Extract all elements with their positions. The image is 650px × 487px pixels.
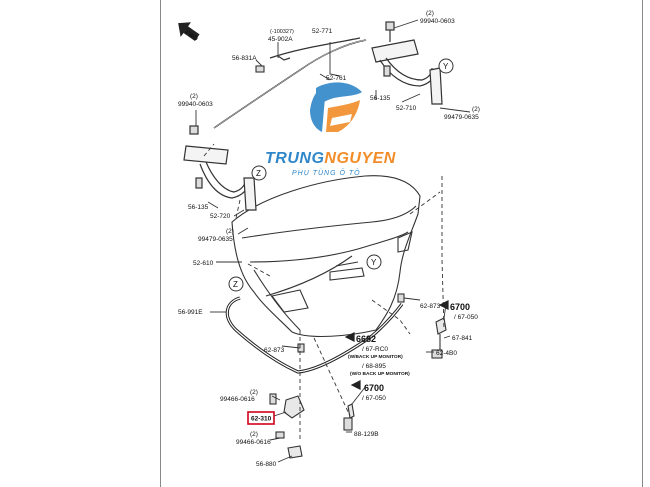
- label-56-135-left: 56-135: [188, 204, 209, 211]
- watermark-brand: TRUNGNGUYEN: [265, 150, 396, 168]
- watermark-brand-right: NGUYEN: [324, 150, 396, 167]
- highlighted-part-number: 62-310: [251, 416, 272, 423]
- note-wo-monitor: (W/O BACK UP MONITOR): [350, 371, 410, 377]
- watermark-tagline: PHỤ TÙNG Ô TÔ: [292, 170, 361, 177]
- label-52-761: 52-761: [326, 75, 347, 82]
- highlight-box: [247, 411, 275, 425]
- label-56-991e: 56-991E: [178, 309, 203, 316]
- torsion-bar-cable: [269, 37, 361, 59]
- ref-glyph-icon: [344, 300, 449, 390]
- label-99466-upper: 99466-0616: [220, 396, 255, 403]
- label-qty-2a: (2): [426, 10, 434, 17]
- marker-y-top: Y: [443, 62, 449, 71]
- ref-67-050-a: / 67-050: [454, 314, 478, 321]
- label-52-771: 52-771: [312, 28, 333, 35]
- label-52-720: 52-720: [210, 213, 231, 220]
- label-qty-2d: (2): [226, 228, 234, 235]
- note-with-monitor: (W/BACK UP MONITOR): [348, 354, 403, 360]
- ref-6682: 6682: [356, 334, 376, 344]
- label-99479-left: 99479-0635: [198, 236, 233, 243]
- label-qty-2b: (2): [190, 93, 198, 100]
- label-56-135-right: 56-135: [370, 95, 391, 102]
- label-99479-right: 99479-0635: [444, 114, 479, 121]
- label-88-129b: 88-129B: [354, 431, 379, 438]
- label-99940-top: 99940-0603: [420, 18, 455, 25]
- trunk-lid: [231, 175, 421, 338]
- label-62-873-right: 62-873: [420, 303, 441, 310]
- ref-6700-a: 6700: [450, 302, 470, 312]
- ref-67-rc0: / 67-RC0: [362, 346, 388, 353]
- label-qty-2e: (2): [250, 389, 258, 396]
- label-100327: (-100327): [270, 29, 294, 35]
- label-99940-left: 99940-0603: [178, 101, 213, 108]
- ref-6700-b: 6700: [364, 383, 384, 393]
- label-56-880: 56-880: [256, 461, 277, 468]
- label-67-841: 67-841: [452, 335, 473, 342]
- marker-z-left: Z: [256, 169, 261, 178]
- ref-67-050-b: / 67-050: [362, 395, 386, 402]
- ref-markers: [228, 58, 454, 292]
- watermark-brand-left: TRUNG: [265, 150, 325, 167]
- diagram-frame: [160, 0, 643, 487]
- label-45-902a: 45-902A: [268, 36, 293, 43]
- label-62-4b0: 62-4B0: [436, 350, 457, 357]
- label-56-831a: 56-831A: [232, 55, 257, 62]
- right-hinge: [371, 21, 443, 105]
- watermark-logo: [310, 82, 362, 132]
- marker-y-mid: Y: [371, 258, 377, 267]
- ref-68-895: / 68-895: [362, 363, 386, 370]
- dashed-leaders: [203, 143, 445, 440]
- label-62-873-left: 62-873: [264, 347, 285, 354]
- left-hinge: [183, 125, 257, 211]
- marker-z-mid: Z: [233, 280, 238, 289]
- label-99466-lower: 99466-0616: [236, 439, 271, 446]
- label-52-710: 52-710: [396, 105, 417, 112]
- fwd-arrow-icon: [178, 22, 200, 41]
- fwd-label: FWD: [184, 30, 199, 43]
- label-52-610: 52-610: [193, 260, 214, 267]
- label-qty-2f: (2): [250, 431, 258, 438]
- lock-assembly: [255, 65, 447, 459]
- label-qty-2c: (2): [472, 106, 480, 113]
